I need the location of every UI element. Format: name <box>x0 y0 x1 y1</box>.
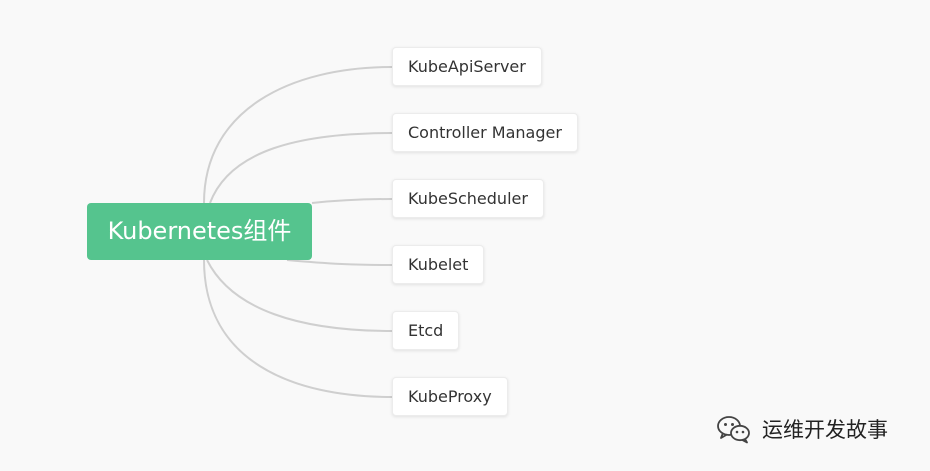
connector-line <box>203 66 393 204</box>
watermark-text: 运维开发故事 <box>762 418 888 442</box>
connector-line <box>286 259 393 266</box>
root-node-kubernetes-components[interactable]: Kubernetes组件 <box>87 203 312 260</box>
node-label: KubeScheduler <box>408 189 528 208</box>
root-node-label: Kubernetes组件 <box>107 217 292 245</box>
node-label: Controller Manager <box>408 123 562 142</box>
node-controller-manager[interactable]: Controller Manager <box>392 113 578 152</box>
connector-line <box>311 198 393 204</box>
node-label: KubeApiServer <box>408 57 526 76</box>
watermark: 运维开发故事 <box>716 412 888 446</box>
node-kubelet[interactable]: Kubelet <box>392 245 485 284</box>
node-kubeproxy[interactable]: KubeProxy <box>392 377 508 416</box>
node-etcd[interactable]: Etcd <box>392 311 460 350</box>
node-label: Kubelet <box>408 255 469 274</box>
node-kubeapiserver[interactable]: KubeApiServer <box>392 47 542 86</box>
connector-line <box>203 259 393 398</box>
connector-line <box>209 132 393 204</box>
node-label: KubeProxy <box>408 387 492 406</box>
node-label: Etcd <box>408 321 444 340</box>
wechat-icon <box>717 416 750 444</box>
connector-line <box>206 259 393 332</box>
node-kubescheduler[interactable]: KubeScheduler <box>392 179 544 218</box>
